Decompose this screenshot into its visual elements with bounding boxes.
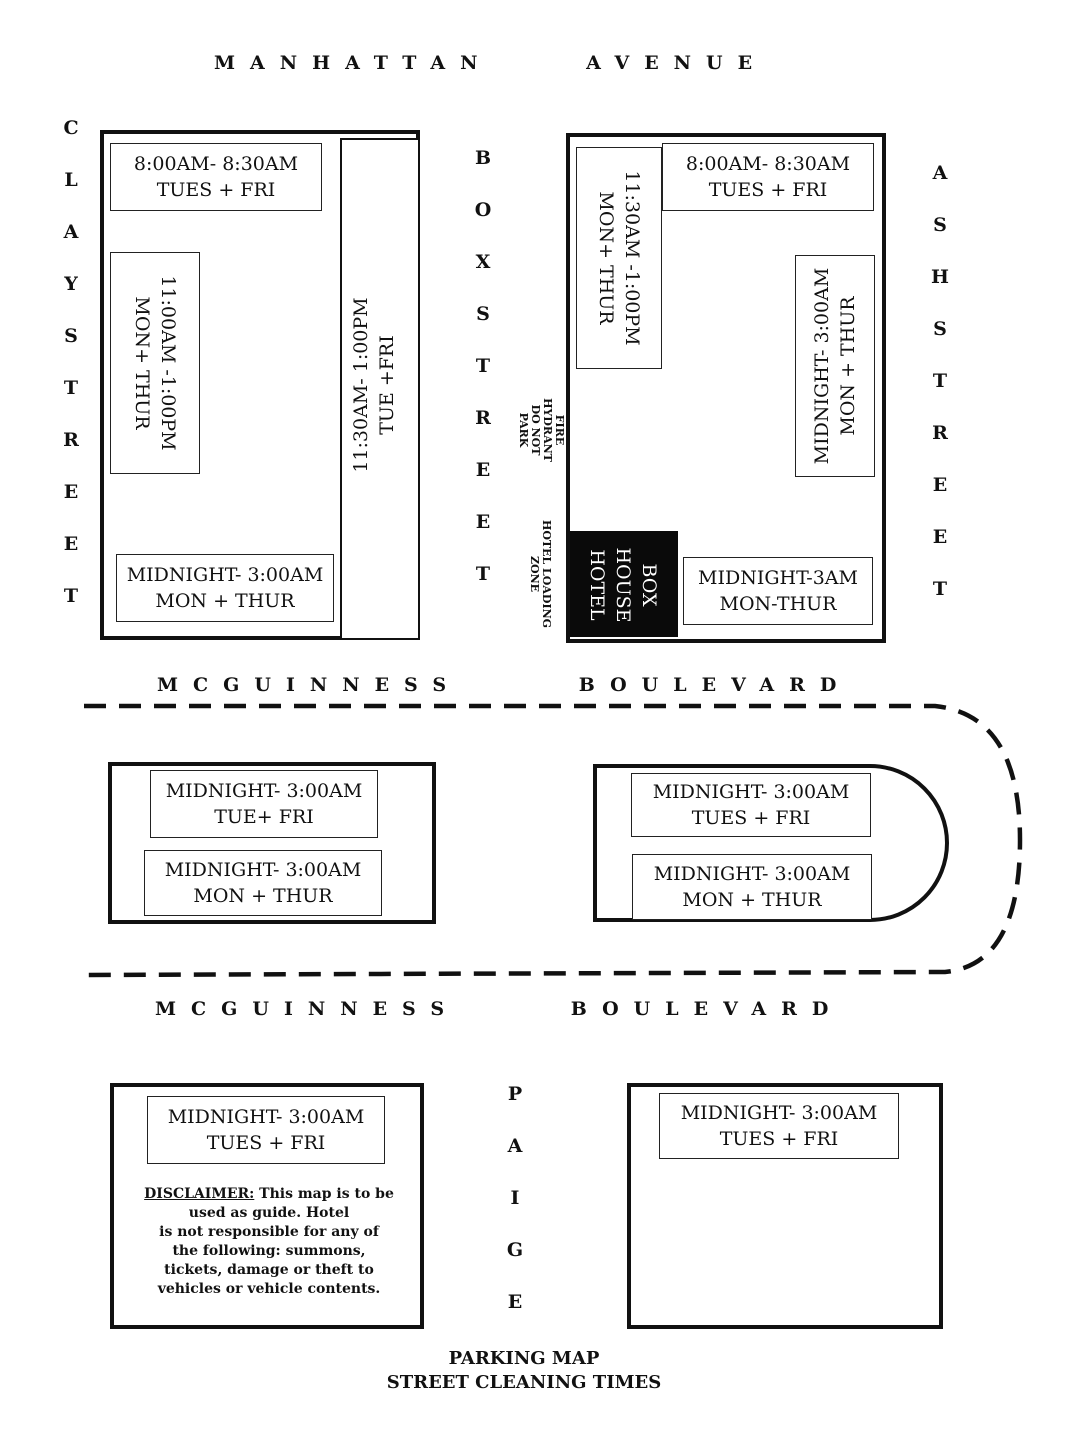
street-letter: T: [475, 355, 491, 377]
street-letter: G: [506, 1239, 524, 1261]
street-letter: S: [476, 303, 490, 325]
street-letter: T: [63, 585, 79, 607]
clay-street-label: C L A Y S T R E E T: [56, 102, 86, 622]
street-letter: A: [932, 162, 948, 184]
street-letter: T: [63, 377, 79, 399]
street-letter: P: [507, 1083, 523, 1105]
map-title-line1: PARKING MAP: [448, 1348, 600, 1369]
street-letter: I: [510, 1187, 520, 1209]
street-letter: B: [474, 147, 492, 169]
box-street-label: B O X S T R E E T: [468, 132, 498, 600]
street-letter: R: [475, 407, 491, 429]
street-letter: H: [931, 266, 949, 288]
street-letter: E: [932, 526, 948, 548]
street-letter: E: [932, 474, 948, 496]
boulevard-word: BOULEVARD: [570, 998, 844, 1020]
street-letter: T: [475, 563, 491, 585]
block-northwest-strip: [340, 138, 420, 640]
manhattan-avenue-label: MANHATTAN AVENUE: [214, 52, 767, 74]
street-letter: A: [63, 221, 79, 243]
boulevard-word: BOULEVARD: [578, 674, 852, 696]
fire-hydrant-note: FIRE HYDRANT DO NOT PARK: [517, 398, 566, 462]
street-letter: O: [474, 199, 492, 221]
street-letter: R: [932, 422, 948, 444]
street-letter: S: [933, 214, 947, 236]
map-title: PARKING MAP STREET CLEANING TIMES: [324, 1347, 724, 1395]
street-letter: E: [475, 511, 491, 533]
mcguinness-word: MCGUINNESS: [155, 998, 460, 1020]
mcguinness-top-label: MCGUINNESS BOULEVARD: [157, 674, 851, 696]
paige-street-label: P A I G E: [500, 1068, 530, 1328]
ash-street-label: A S H S T R E E T: [925, 147, 955, 615]
map-title-line2: STREET CLEANING TIMES: [386, 1372, 662, 1393]
mcguinness-bottom-label: MCGUINNESS BOULEVARD: [155, 998, 843, 1020]
street-letter: E: [63, 481, 79, 503]
manhattan-word: MANHATTAN: [214, 52, 493, 74]
street-letter: C: [63, 117, 79, 139]
street-letter: T: [932, 370, 948, 392]
avenue-word: AVENUE: [586, 52, 768, 74]
street-letter: E: [475, 459, 491, 481]
street-letter: X: [475, 251, 491, 273]
street-letter: R: [63, 429, 79, 451]
street-letter: A: [507, 1135, 523, 1157]
disclaimer-label: DISCLAIMER:: [144, 1186, 255, 1202]
street-letter: S: [933, 318, 947, 340]
mcguinness-word: MCGUINNESS: [157, 674, 462, 696]
disclaimer: DISCLAIMER: This map is to be used as gu…: [144, 1186, 394, 1297]
street-letter: E: [507, 1291, 523, 1313]
street-letter: L: [64, 169, 78, 191]
hotel-loading-zone-note: HOTEL LOADING ZONE: [528, 519, 553, 629]
street-letter: E: [63, 533, 79, 555]
street-letter: Y: [64, 273, 78, 295]
street-letter: S: [64, 325, 78, 347]
street-letter: T: [932, 578, 948, 600]
